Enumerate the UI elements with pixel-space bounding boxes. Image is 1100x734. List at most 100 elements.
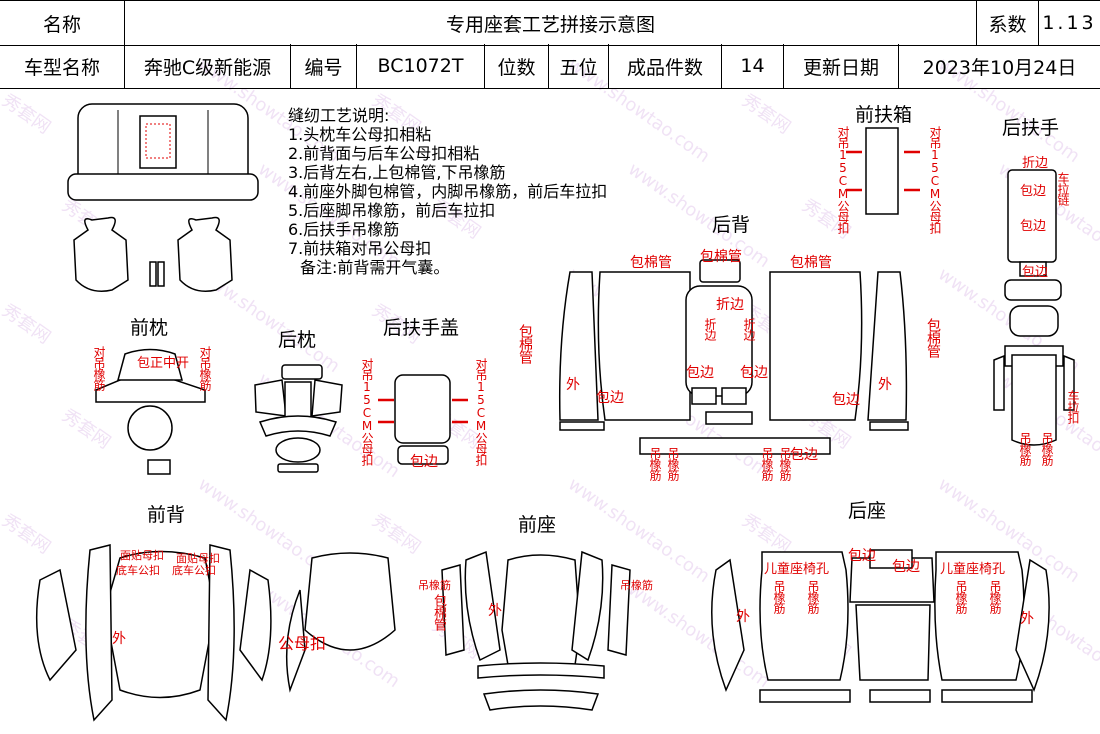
note-line-6: 6.后扶手吊橡筋 [288, 220, 400, 239]
label-front-back-outer: 外 [112, 631, 126, 647]
label-zhebian-top: 折边 [716, 297, 744, 313]
rear-back-pieces [558, 259, 909, 455]
header-row-2: 车型名称 奔驰C级新能源 编号 BC1072T 位数 五位 成品件数 14 更新… [0, 44, 1100, 89]
label-rear-seat-elastic-3: 吊橡筋 [954, 580, 968, 613]
label-front-seat-elastic-left: 吊橡筋 [418, 579, 451, 592]
sewing-notes: 缝纫工艺说明: 1.头枕车公母扣相粘 2.前背面与后车公母扣相粘 3.后背左右,… [288, 106, 607, 277]
label-rear-back-elastic-2: 吊橡筋 [666, 447, 680, 480]
name-label: 名称 [0, 1, 125, 45]
label-armrest-edge-2: 包边 [1020, 219, 1047, 234]
label-armbox-right: 对吊15CM公母扣 [928, 126, 942, 233]
label-front-back-snap: 公母扣 [278, 634, 327, 653]
label-rear-back-outer-right: 外 [878, 377, 892, 393]
label-rear-back-edge-4: 包边 [832, 392, 860, 408]
section-rear-seat: 后座 [848, 500, 887, 522]
label-rear-back-side-right: 包棉管 [925, 318, 941, 357]
seats-value: 五位 [549, 44, 609, 88]
label-front-pillow-left: 对吊橡筋 [92, 346, 106, 390]
label-rear-seat-edge-2: 包边 [892, 559, 920, 575]
front-pillow-pieces [95, 348, 206, 475]
model-value: 奔驰C级新能源 [125, 44, 291, 88]
label-armrest-cover-right: 对吊15CM公母扣 [474, 358, 488, 465]
rear-pillow-pieces [254, 364, 343, 473]
header-row-1: 名称 专用座套工艺拼接示意图 系数 1.13 [0, 0, 1100, 46]
section-front-armbox: 前扶箱 [855, 104, 913, 126]
label-rear-back-elastic-3: 吊橡筋 [760, 447, 774, 480]
label-armrest-edge-1: 包边 [1020, 184, 1047, 199]
label-front-seat-elastic-right: 吊橡筋 [620, 579, 653, 592]
label-zhebian-right: 折边 [742, 318, 756, 340]
label-rear-seat-outer-right: 外 [1020, 611, 1034, 627]
front-armbox-piece [846, 127, 920, 215]
pieces-label: 成品件数 [609, 44, 722, 88]
label-front-back-female-1: 面贴母扣 [120, 549, 164, 562]
label-rear-back-mianguan-right: 包棉管 [790, 255, 832, 271]
rear-armrest-pieces [993, 169, 1075, 446]
overview-rear-bench [67, 103, 259, 201]
notes-heading: 缝纫工艺说明: [288, 106, 390, 125]
label-front-seat-outer: 外 [488, 603, 502, 619]
label-armrest-cover-left: 对吊15CM公母扣 [360, 358, 374, 465]
section-front-back: 前背 [147, 504, 186, 526]
model-label: 车型名称 [0, 44, 125, 88]
code-label: 编号 [291, 44, 357, 88]
coef-label: 系数 [977, 1, 1039, 45]
seats-label: 位数 [485, 44, 549, 88]
date-label: 更新日期 [784, 44, 899, 88]
label-rear-back-edge-1: 包边 [686, 365, 714, 381]
section-rear-back: 后背 [712, 214, 751, 236]
label-front-seat-mianguan: 包棉管 [431, 594, 446, 630]
label-rear-seat-elastic-1: 吊橡筋 [772, 580, 786, 613]
label-armrest-cover-edge: 包边 [410, 454, 438, 470]
label-zhebian-left: 折边 [703, 318, 717, 340]
label-armrest-edge-3: 包边 [1022, 265, 1049, 280]
label-rear-back-edge-2: 包边 [740, 365, 768, 381]
note-line-5: 5.后座脚吊橡筋，前后车拉扣 [288, 201, 496, 220]
label-rear-seat-elastic-2: 吊橡筋 [806, 580, 820, 613]
coef-value: 1.13 [1042, 12, 1097, 34]
notes-remark: 备注:前背需开气囊。 [300, 258, 450, 277]
label-front-back-male-1: 底车公扣 [116, 564, 160, 577]
label-armrest-zhebian: 折边 [1022, 156, 1049, 171]
front-back-pieces [35, 544, 396, 722]
label-front-back-male-2: 底车公扣 [172, 564, 216, 577]
section-front-pillow: 前枕 [130, 317, 169, 339]
label-armrest-elastic-2: 吊橡筋 [1040, 432, 1054, 465]
label-rear-back-edge-5: 包边 [790, 447, 818, 463]
label-rear-back-mianguan-mid: 包棉管 [700, 249, 742, 265]
pieces-value: 14 [722, 44, 784, 88]
code-value: BC1072T [357, 44, 485, 88]
label-rear-back-edge-3: 包边 [596, 390, 624, 406]
note-line-1: 1.头枕车公母扣相粘 [288, 125, 432, 144]
label-armrest-elastic-1: 吊橡筋 [1018, 432, 1032, 465]
label-rear-seat-outer-left: 外 [736, 609, 750, 625]
section-rear-pillow: 后枕 [278, 329, 317, 351]
page-title: 专用座套工艺拼接示意图 [125, 1, 977, 45]
date-value: 2023年10月24日 [922, 56, 1077, 79]
note-line-4: 4.前座外脚包棉管，内脚吊橡筋，前后车拉扣 [288, 182, 608, 201]
rear-seat-pieces [711, 549, 1050, 703]
label-rear-back-elastic-4: 吊橡筋 [778, 447, 792, 480]
label-front-back-female-2: 面贴母扣 [176, 552, 220, 565]
label-child-seat-hole-left: 儿童座椅孔 [764, 562, 830, 577]
label-rear-seat-elastic-4: 吊橡筋 [988, 580, 1002, 613]
note-line-2: 2.前背面与后车公母扣相粘 [288, 144, 480, 163]
note-line-7: 7.前扶箱对吊公母扣 [288, 239, 432, 258]
section-rear-armrest-cover: 后扶手盖 [383, 317, 460, 339]
label-armbox-left: 对吊15CM公母扣 [836, 126, 850, 233]
label-armrest-pullbuckle: 车拉扣 [1066, 390, 1080, 423]
overview-front-seats [73, 216, 233, 292]
section-front-seat: 前座 [518, 514, 557, 536]
section-rear-armrest: 后扶手 [1002, 117, 1060, 139]
label-armrest-zipper: 车拉链 [1056, 172, 1070, 205]
label-child-seat-hole-right: 儿童座椅孔 [940, 562, 1006, 577]
label-baozheng-kai: 包正中开 [137, 356, 190, 371]
label-rear-back-mianguan-left: 包棉管 [630, 255, 672, 271]
label-rear-back-elastic-1: 吊橡筋 [648, 447, 662, 480]
note-line-3: 3.后背左右,上包棉管,下吊橡筋 [288, 163, 506, 182]
rear-armrest-cover-piece [378, 374, 468, 465]
label-front-pillow-right: 对吊橡筋 [198, 346, 212, 390]
front-seat-pieces [441, 550, 631, 711]
label-rear-back-outer-left: 外 [566, 377, 580, 393]
label-rear-back-side-left: 包棉管 [517, 324, 533, 363]
